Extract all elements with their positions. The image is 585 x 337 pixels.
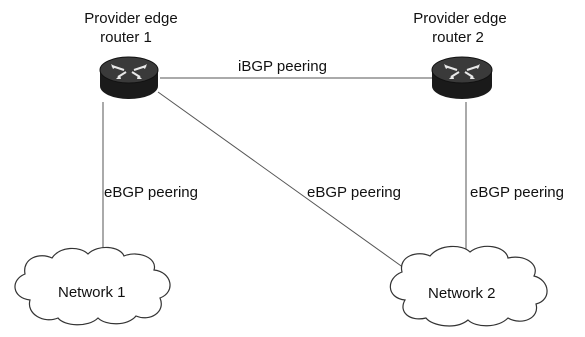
network-1: Network 1 (14, 246, 171, 326)
network-2-label: Network 2 (428, 285, 496, 302)
ebgp-label-r2-n2: eBGP peering (470, 184, 564, 201)
router-2-label-line1: Provider edge (413, 10, 506, 27)
network-2: Network 2 (389, 245, 548, 327)
router-icon (99, 56, 159, 99)
ebgp-link-r1-n2 (157, 91, 405, 269)
router-2: Provider edge router 2 (413, 10, 507, 99)
cloud-icon (14, 246, 171, 326)
ibgp-label: iBGP peering (238, 58, 327, 75)
ebgp-label-r1-n2: eBGP peering (307, 184, 401, 201)
network-1-label: Network 1 (58, 284, 126, 301)
router-1: Provider edge router 1 (84, 10, 178, 99)
ebgp-label-r1-n1: eBGP peering (104, 184, 198, 201)
router-1-label-line2: router 1 (100, 29, 152, 46)
router-icon (431, 56, 493, 99)
router-2-label-line2: router 2 (432, 29, 484, 46)
router-1-label-line1: Provider edge (84, 10, 177, 27)
cloud-icon (389, 245, 548, 327)
